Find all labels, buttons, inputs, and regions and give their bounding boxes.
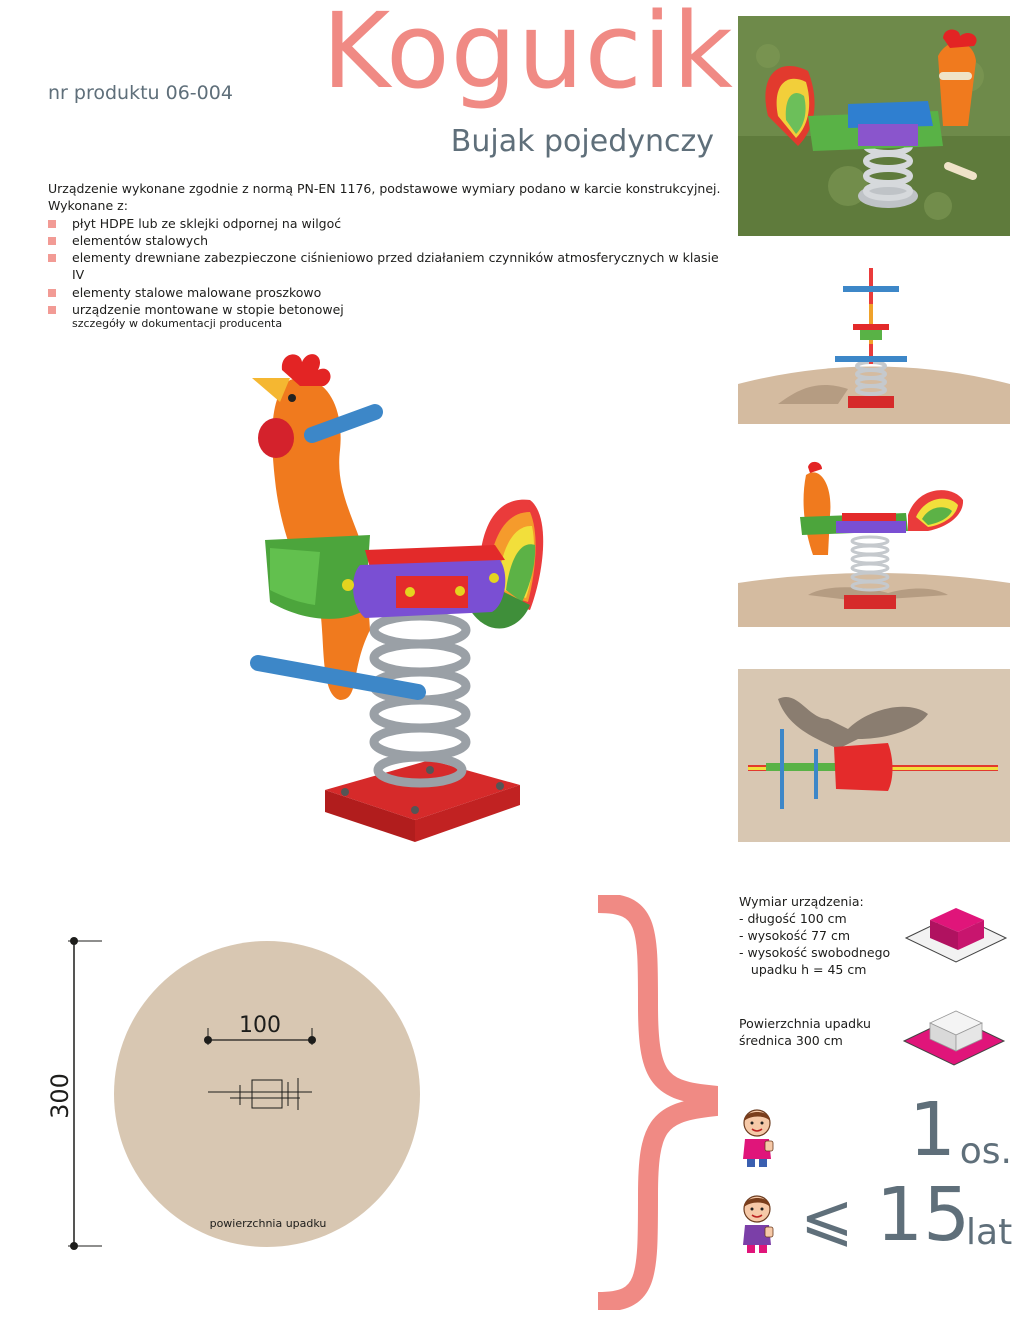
product-title: Kogucik [322,0,734,112]
surface-label: powierzchnia upadku [210,1217,327,1230]
front-view-render [738,254,1010,424]
curly-brace-decoration [597,895,718,1310]
fall-surface-circle [114,941,420,1247]
side-view-render [738,455,1010,627]
fall-surface-info: Powierzchnia upadku średnica 300 cm [739,1015,871,1049]
diameter-label: 300 [46,1073,74,1119]
age-child-icon [743,1195,774,1253]
product-subtitle: Bujak pojedynczy [450,124,714,159]
age-limit-value: 15 [876,1172,971,1258]
rooster-spring-rider-illustration [250,354,544,842]
material-item: elementy stalowe malowane proszkowo [48,284,728,301]
device-top-outline [208,1078,312,1110]
child-user-icon [743,1109,774,1167]
materials-list: płyt HDPE lub ze sklejki odpornej na wil… [48,215,728,319]
device-volume-icon [904,908,1008,963]
description-intro: Urządzenie wykonane zgodnie z normą PN-E… [48,181,721,196]
users-count: 1 [908,1087,956,1173]
age-limit-unit: lat [966,1212,1013,1253]
dimension-line: - wysokość swobodnego [739,945,891,960]
made-of-label: Wykonane z: [48,198,128,214]
fall-surface-icon [902,1010,1006,1066]
material-item: elementy drewniane zabezpieczone ciśnien… [48,249,728,284]
users-unit: os. [959,1131,1012,1172]
device-dimensions: Wymiar urządzenia: - długość 100 cm - wy… [739,893,890,978]
product-description: Urządzenie wykonane zgodnie z normą PN-E… [48,180,728,318]
fall-surface-line: Powierzchnia upadku [739,1016,871,1031]
product-number: nr produktu 06-004 [48,82,233,104]
fall-surface-plan: 300 100 powierzchnia upadku [46,937,420,1250]
age-limit-symbol: ⩽ [800,1181,854,1255]
dimensions-title: Wymiar urządzenia: [739,894,864,909]
dimension-line: - długość 100 cm [739,911,847,926]
dimension-line: upadku h = 45 cm [739,962,867,977]
material-item: płyt HDPE lub ze sklejki odpornej na wil… [48,215,728,232]
product-photo [738,16,1010,236]
material-item: elementów stalowych [48,232,728,249]
device-length-label: 100 [239,1013,281,1038]
details-note: szczegóły w dokumentacji producenta [72,317,283,330]
material-item: urządzenie montowane w stopie betonowej [48,301,728,318]
dimension-line: - wysokość 77 cm [739,928,850,943]
fall-surface-line: średnica 300 cm [739,1033,843,1048]
top-view-render [738,669,1010,842]
